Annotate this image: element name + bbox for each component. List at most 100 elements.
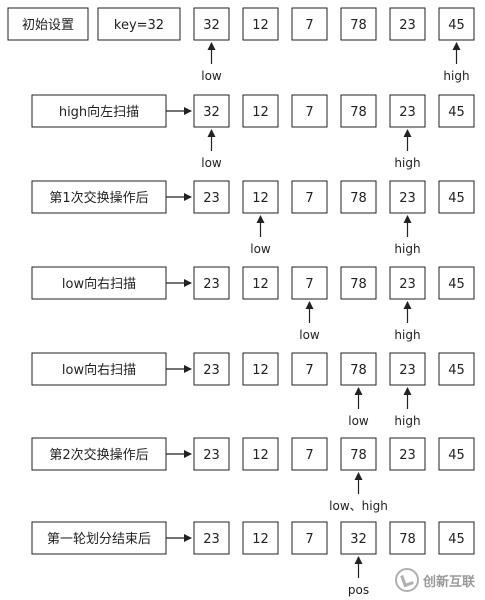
pointer-label: low (299, 328, 320, 342)
array-cell-value: 23 (203, 448, 220, 463)
array-cell (340, 437, 377, 471)
array-cell-value: 7 (305, 532, 313, 547)
array-cell (291, 521, 328, 555)
pointer-label: high (394, 328, 420, 342)
watermark-text: 创新互联 (422, 574, 475, 590)
pointer-label: low、high (329, 499, 388, 513)
step-label-box (31, 521, 167, 555)
pointer-label: low (201, 69, 222, 83)
array-cell (389, 437, 426, 471)
array-cell (438, 94, 475, 128)
array-cell-value: 12 (252, 105, 269, 120)
array-cell-value: 78 (350, 448, 367, 463)
array-cell-value: 45 (448, 191, 465, 206)
array-cell (193, 521, 230, 555)
array-cell (438, 266, 475, 300)
array-cell (291, 266, 328, 300)
array-cell (242, 266, 279, 300)
pointer-label: low (348, 414, 369, 428)
array-cell-value: 7 (305, 363, 313, 378)
array-cell-value: 78 (350, 18, 367, 33)
array-cell-value: 45 (448, 448, 465, 463)
array-cell-value: 12 (252, 191, 269, 206)
array-cell-value: 23 (399, 105, 416, 120)
step-label-box (31, 437, 167, 471)
step-label: 初始设置 (22, 18, 74, 33)
array-cell (389, 521, 426, 555)
array-cell (438, 180, 475, 214)
array-cell-value: 32 (203, 18, 220, 33)
array-cell-value: 7 (305, 191, 313, 206)
array-cell-value: 78 (399, 532, 416, 547)
array-cell-value: 12 (252, 277, 269, 292)
pointer-label: pos (348, 583, 369, 597)
array-cell-value: 23 (399, 191, 416, 206)
array-cell-value: 7 (305, 105, 313, 120)
pointer-label: high (394, 156, 420, 170)
array-cell-value: 7 (305, 448, 313, 463)
array-cell (291, 352, 328, 386)
array-cell (242, 7, 279, 41)
array-cell-value: 23 (399, 448, 416, 463)
array-cell-value: 23 (399, 18, 416, 33)
array-cell (340, 7, 377, 41)
array-cell-value: 23 (399, 277, 416, 292)
array-cell (389, 180, 426, 214)
array-cell (389, 94, 426, 128)
array-cell (291, 94, 328, 128)
array-cell-value: 7 (305, 18, 313, 33)
step-label-box (31, 180, 167, 214)
array-cell-value: 32 (350, 532, 367, 547)
array-cell (389, 7, 426, 41)
key-box (97, 7, 181, 41)
array-cell-value: 23 (203, 191, 220, 206)
step-label-box (31, 266, 167, 300)
step-label-box (7, 7, 89, 41)
array-cell-value: 78 (350, 363, 367, 378)
array-cell-value: 7 (305, 277, 313, 292)
array-cell (438, 352, 475, 386)
array-cell (389, 352, 426, 386)
step-label-box (31, 352, 167, 386)
array-cell (193, 94, 230, 128)
step-label-box (31, 94, 167, 128)
pointer-label: high (394, 242, 420, 256)
array-cell-value: 45 (448, 532, 465, 547)
array-cell-value: 32 (203, 105, 220, 120)
array-cell (291, 437, 328, 471)
array-cell-value: 45 (448, 363, 465, 378)
array-cell (291, 7, 328, 41)
array-cell (193, 352, 230, 386)
array-cell (438, 437, 475, 471)
step-label: 第2次交换操作后 (49, 447, 148, 463)
array-cell-value: 78 (350, 191, 367, 206)
step-label: 第1次交换操作后 (49, 190, 148, 206)
array-cell (291, 180, 328, 214)
pointer-label: high (394, 414, 420, 428)
array-cell (340, 266, 377, 300)
array-cell (193, 180, 230, 214)
pointer-label: low (250, 242, 271, 256)
array-cell (193, 7, 230, 41)
step-label: low向右扫描 (62, 362, 136, 378)
array-cell (242, 437, 279, 471)
key-label: key=32 (114, 18, 164, 33)
array-cell-value: 12 (252, 18, 269, 33)
array-cell-value: 23 (203, 363, 220, 378)
array-cell (242, 521, 279, 555)
array-cell-value: 78 (350, 105, 367, 120)
array-cell (242, 352, 279, 386)
array-cell-value: 45 (448, 18, 465, 33)
array-cell (340, 180, 377, 214)
array-cell (389, 266, 426, 300)
array-cell-value: 12 (252, 363, 269, 378)
array-cell (193, 266, 230, 300)
array-cell (340, 94, 377, 128)
watermark: 创新互联 (394, 568, 475, 592)
pointer-label: low (201, 156, 222, 170)
array-cell (438, 521, 475, 555)
array-cell-value: 45 (448, 105, 465, 120)
array-cell (242, 180, 279, 214)
step-label: high向左扫描 (59, 104, 139, 120)
